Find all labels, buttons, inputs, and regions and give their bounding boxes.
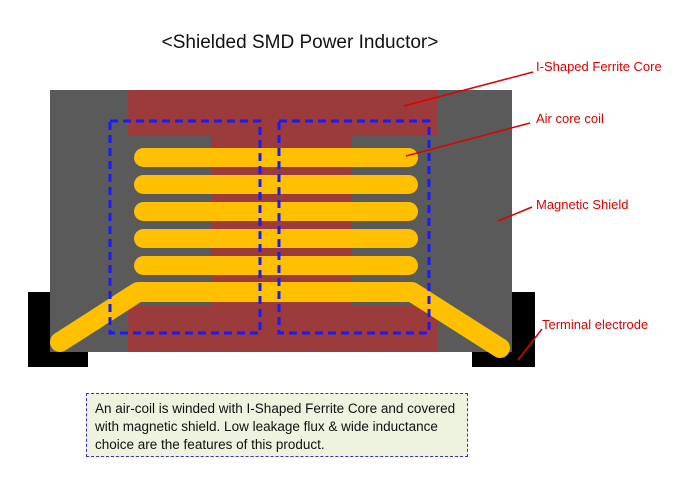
label-ferrite-core: I-Shaped Ferrite Core xyxy=(536,59,662,74)
terminal-electrode-leader-line xyxy=(517,328,543,361)
coil-turn-3 xyxy=(134,202,418,221)
label-magnetic-shield: Magnetic Shield xyxy=(536,197,629,212)
coil-turn-1 xyxy=(134,148,418,167)
description-box: An air-coil is winded with I-Shaped Ferr… xyxy=(86,393,468,457)
terminal-electrode-left xyxy=(28,292,88,367)
ferrite-core-leader-line xyxy=(403,71,534,107)
coil-turn-4 xyxy=(134,229,418,248)
magnetic-shield-leader-line xyxy=(497,206,533,222)
terminal-electrode-right xyxy=(472,292,535,367)
coil-section-box-right xyxy=(277,119,431,335)
diagram-title: <Shielded SMD Power Inductor> xyxy=(162,32,439,53)
ferrite-core-top-flange xyxy=(128,90,438,136)
coil-turn-5 xyxy=(134,256,418,275)
coil-turn-2 xyxy=(134,175,418,194)
label-terminal-electrode: Terminal electrode xyxy=(542,317,648,332)
coil-section-box-left xyxy=(108,119,262,335)
ferrite-core-bottom-flange xyxy=(128,306,438,352)
air-core-coil xyxy=(134,148,418,275)
description-text: An air-coil is winded with I-Shaped Ferr… xyxy=(95,401,456,452)
air-core-coil-leader-line xyxy=(405,122,531,157)
label-air-core-coil: Air core coil xyxy=(536,111,604,126)
coil-lead-wires xyxy=(50,282,510,358)
